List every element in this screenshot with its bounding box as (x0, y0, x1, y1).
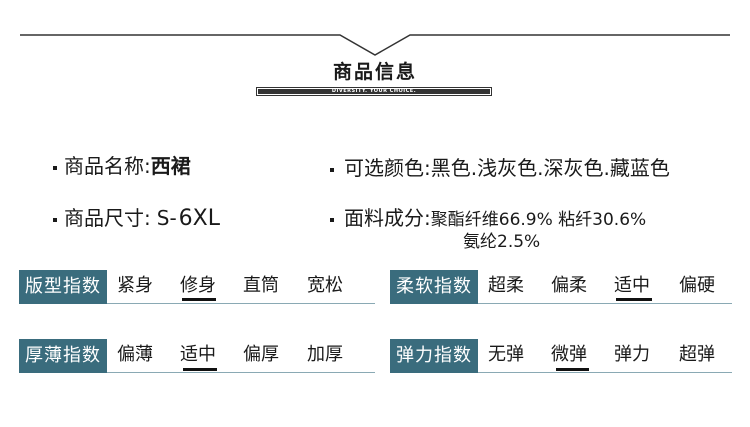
softness-index-baseline (478, 303, 732, 304)
fit-selected-marker (182, 298, 216, 301)
elasticity-index-label: 弹力指数 (390, 339, 478, 373)
size-value-prefix: S- (156, 206, 177, 230)
fit-option: 直筒 (243, 275, 279, 296)
fabric-value-line1: 聚酯纤维66.9% 粘纤30.6% (430, 210, 647, 230)
size-label: 商品尺寸: (64, 206, 151, 230)
fit-option: 紧身 (117, 275, 153, 296)
fabric-value-line2: 氨纶2.5% (463, 232, 541, 252)
product-name-label: 商品名称: (64, 154, 151, 178)
thickness-option: 加厚 (307, 344, 343, 365)
softness-index-label: 柔软指数 (390, 270, 478, 304)
fit-option: 宽松 (307, 275, 343, 296)
softness-option: 适中 (614, 275, 650, 296)
subtitle-frame (256, 87, 492, 96)
thickness-option: 偏薄 (117, 344, 153, 365)
thickness-option: 偏厚 (243, 344, 279, 365)
bullet-icon (330, 168, 334, 172)
size-value-main: 6XL (178, 206, 220, 231)
thickness-option: 适中 (180, 344, 216, 365)
softness-selected-marker (616, 298, 652, 301)
fabric-row: 面料成分:聚酯纤维66.9% 粘纤30.6% (344, 205, 646, 231)
product-name-value: 西裙 (150, 154, 191, 178)
page-title: 商品信息 (318, 58, 432, 86)
elasticity-selected-marker (556, 368, 589, 371)
color-value: 黑色.浅灰色.深灰色.藏蓝色 (430, 156, 670, 180)
elasticity-option: 无弹 (488, 344, 524, 365)
fit-index-baseline (107, 303, 375, 304)
softness-option: 超柔 (488, 275, 524, 296)
elasticity-option: 超弹 (679, 344, 715, 365)
elasticity-option: 微弹 (551, 344, 587, 365)
fabric-label: 面料成分: (344, 206, 431, 230)
page-subtitle: DIVERSITY. YOUR CHOICE. (258, 89, 490, 94)
elasticity-option: 弹力 (614, 344, 650, 365)
elasticity-index-baseline (478, 372, 732, 373)
bullet-icon (53, 218, 57, 222)
bullet-icon (53, 166, 57, 170)
thickness-index-label: 厚薄指数 (19, 339, 107, 373)
thickness-selected-marker (183, 368, 217, 371)
softness-option: 偏柔 (551, 275, 587, 296)
thickness-index-baseline (107, 372, 375, 373)
fit-option: 修身 (180, 275, 216, 296)
fit-index-label: 版型指数 (19, 270, 107, 304)
product-name-row: 商品名称:西裙 (64, 153, 191, 179)
color-row: 可选颜色:黑色.浅灰色.深灰色.藏蓝色 (344, 155, 670, 181)
bullet-icon (330, 218, 334, 222)
header-divider (20, 34, 730, 56)
size-row: 商品尺寸:S-6XL (64, 205, 220, 232)
color-label: 可选颜色: (344, 156, 431, 180)
softness-option: 偏硬 (679, 275, 715, 296)
